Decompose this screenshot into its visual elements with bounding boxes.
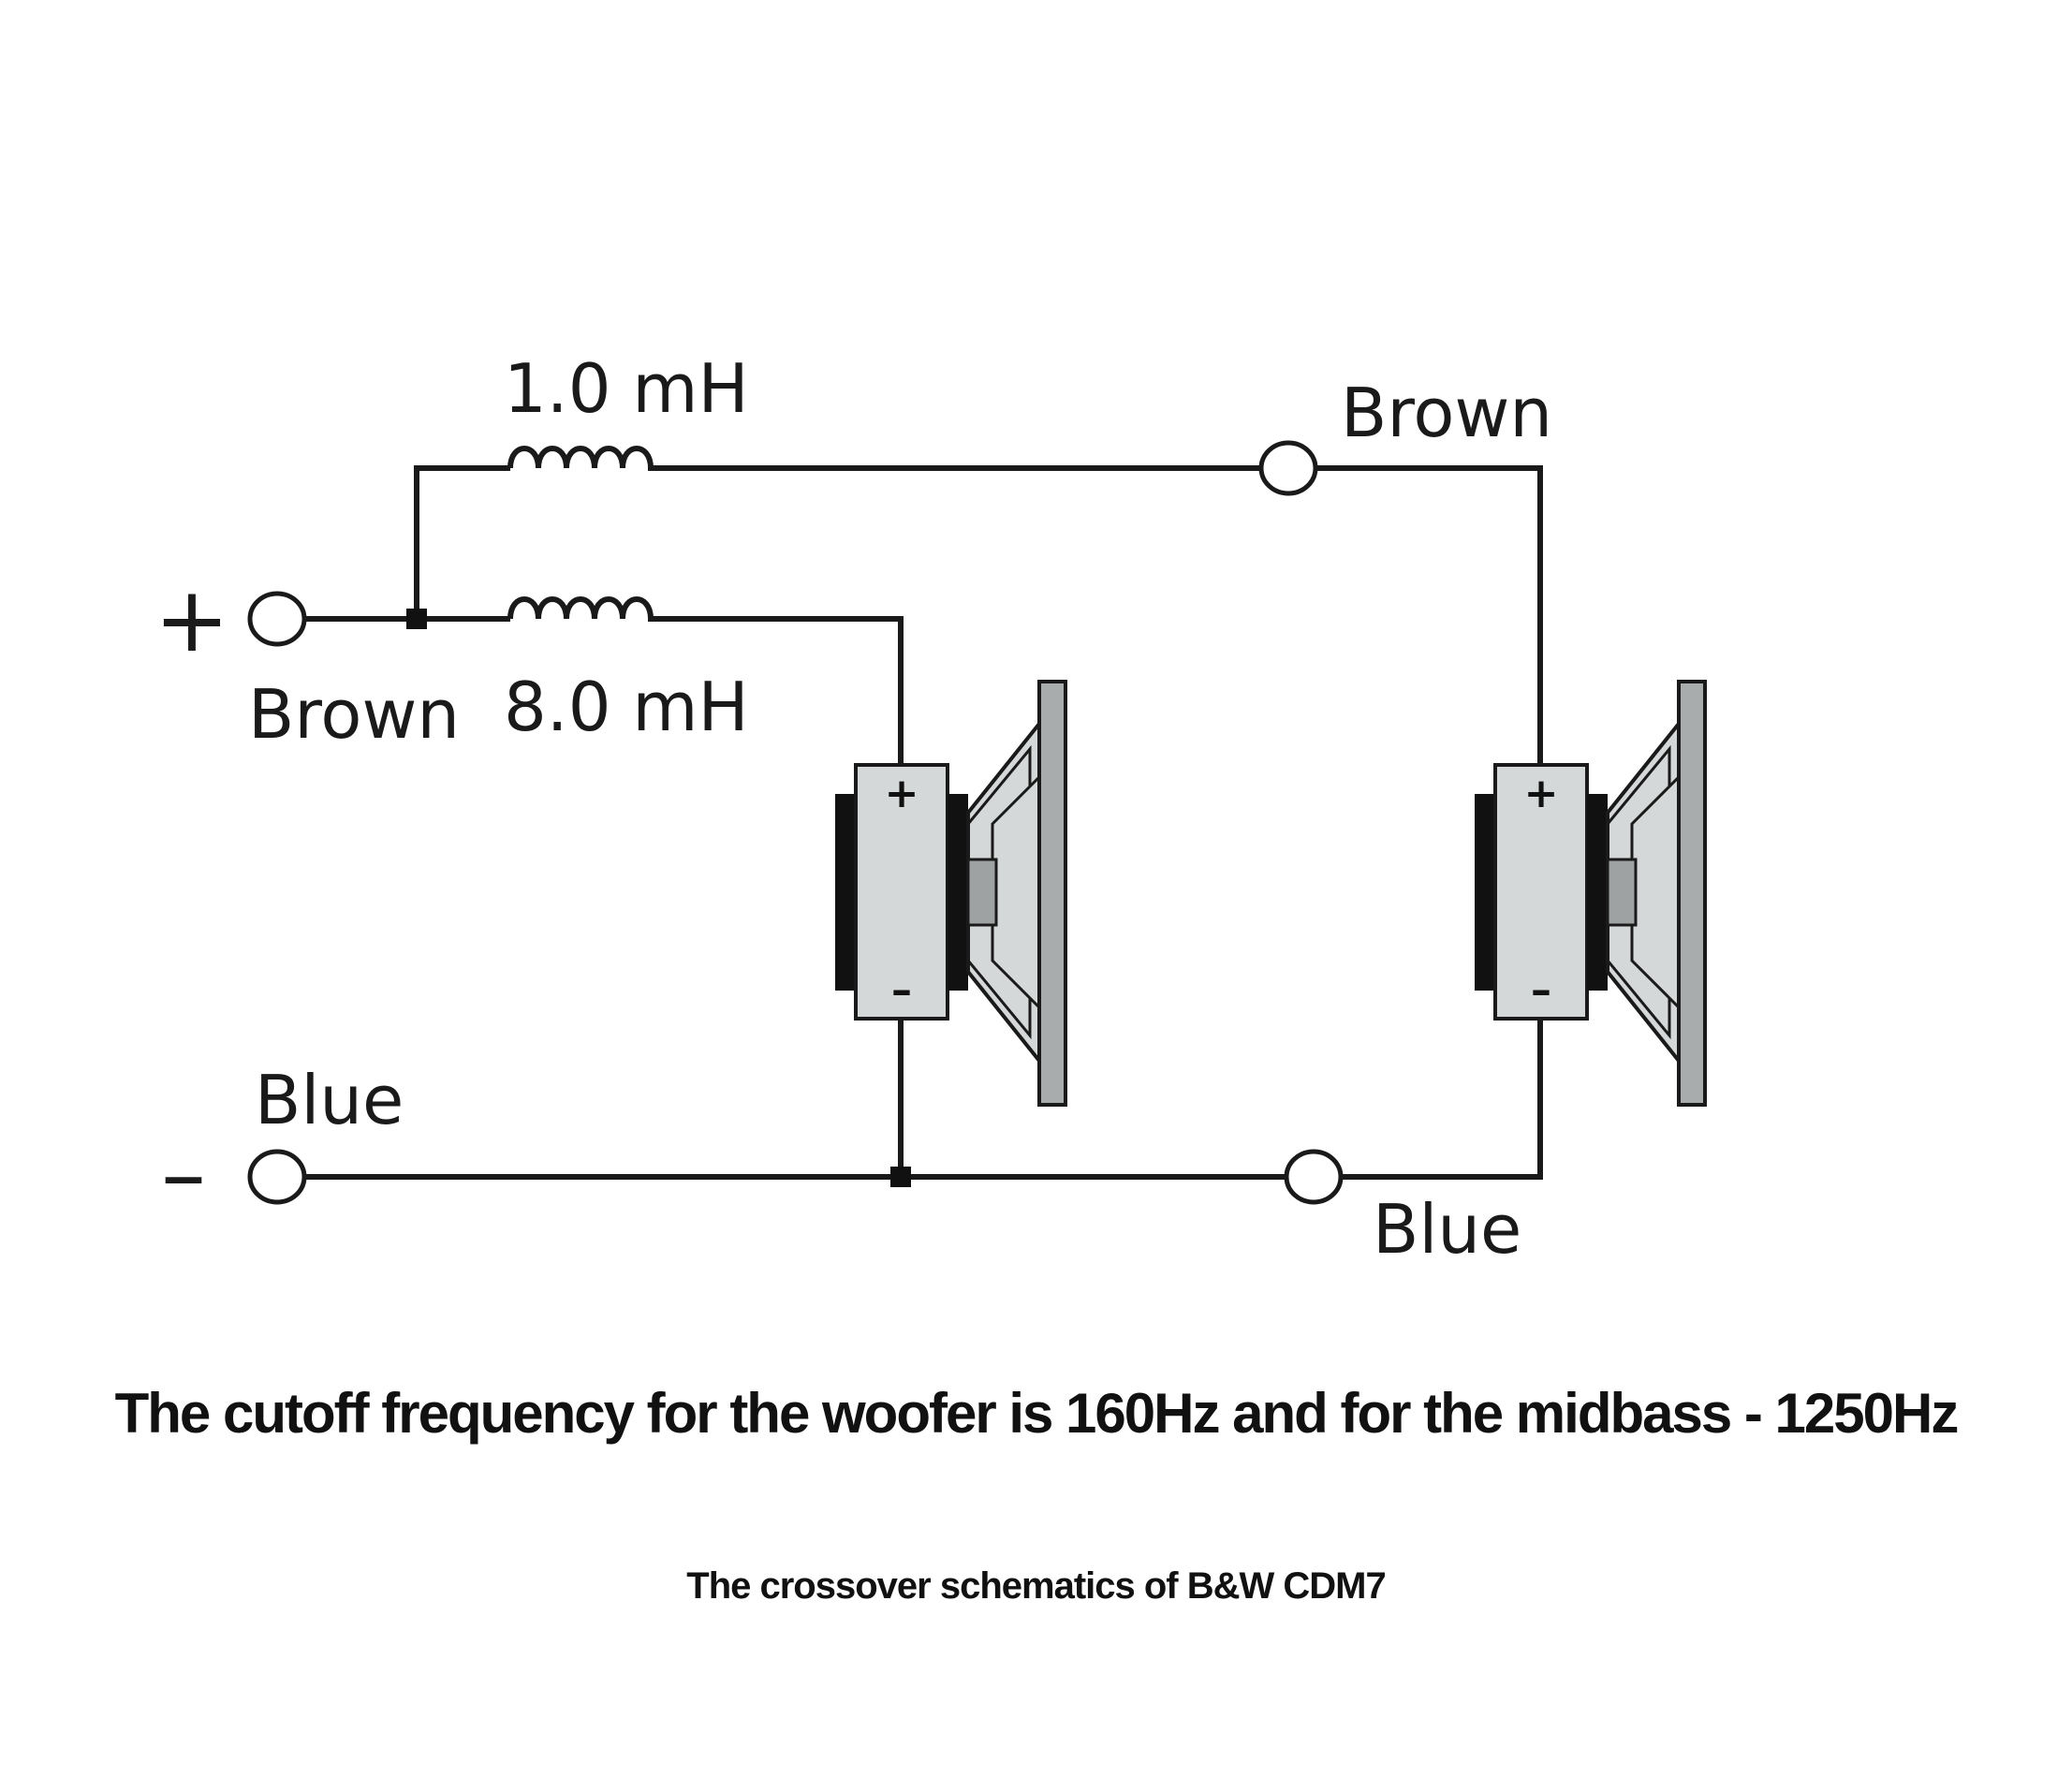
junction-dot-positive	[406, 609, 427, 629]
midbass-negative-wire-color: Blue	[1373, 1190, 1521, 1269]
inductor-1mH-label: 1.0 mH	[504, 349, 749, 428]
woofer-driver-icon: + –	[835, 680, 1067, 1107]
input-positive-wire-color: Brown	[248, 675, 460, 754]
terminal-negative-input	[247, 1149, 307, 1205]
junction-dot-negative	[890, 1167, 911, 1187]
midbass-minus-label: –	[1531, 966, 1551, 1014]
terminal-positive-input	[247, 591, 307, 647]
woofer-plus-label: +	[885, 770, 919, 817]
wire-terminal-to-midbass-minus	[1342, 1019, 1543, 1180]
wire-bottom-inductor-to-woofer-plus	[655, 616, 904, 765]
wires	[304, 465, 1543, 1180]
figure-caption: The cutoff frequency for the woofer is 1…	[114, 1382, 1960, 1445]
negative-symbol: –	[161, 1122, 206, 1226]
terminal-midbass-positive	[1258, 440, 1318, 496]
inductor-8mH-label: 8.0 mH	[504, 668, 749, 746]
wire-terminal-to-midbass-plus	[1316, 465, 1543, 765]
positive-symbol: +	[154, 567, 229, 672]
figure-subcaption: The crossover schematics of B&W CDM7	[686, 1565, 1386, 1607]
woofer-minus-label: –	[891, 966, 912, 1014]
inductor-1mH	[507, 446, 655, 471]
terminals	[247, 440, 1344, 1205]
terminal-midbass-negative	[1284, 1149, 1344, 1205]
midbass-driver-icon: + –	[1475, 680, 1707, 1107]
wire-junction-to-top-rail	[414, 465, 510, 619]
midbass-positive-wire-color: Brown	[1341, 374, 1552, 452]
midbass-plus-label: +	[1524, 770, 1559, 817]
inductor-8mH	[507, 596, 655, 622]
input-negative-wire-color: Blue	[255, 1061, 404, 1139]
